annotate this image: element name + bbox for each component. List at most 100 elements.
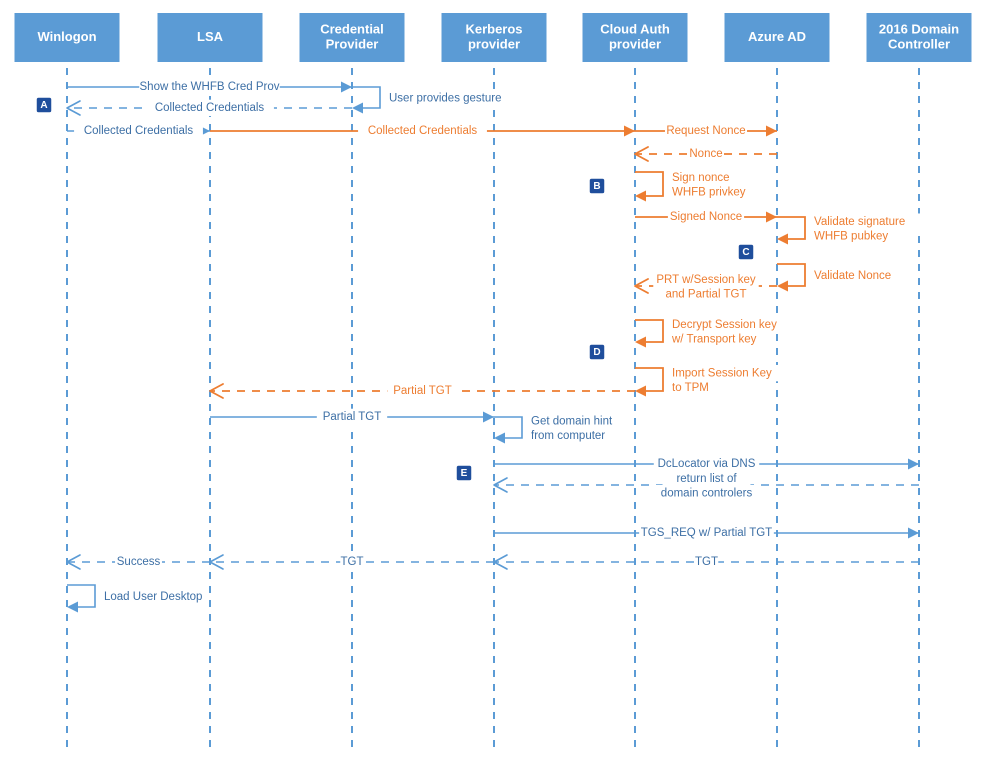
- arrowhead-filled: [908, 458, 919, 470]
- label-backdrop: [812, 267, 900, 285]
- message-label: and Partial TGT: [666, 288, 747, 300]
- lane-header-box: [299, 13, 405, 62]
- label-backdrop: [653, 271, 759, 288]
- self-loop-path: [777, 263, 806, 287]
- message-collected-credentials-to-cloudauth[interactable]: Collected Credentials: [210, 122, 635, 140]
- message-label: TGT: [695, 556, 718, 568]
- label-backdrop: [639, 524, 774, 542]
- message-tgt-to-lsa[interactable]: TGT: [209, 553, 494, 571]
- lane-header-box: [441, 13, 547, 62]
- step-badge-c[interactable]: C: [737, 243, 755, 261]
- arrowhead-filled: [635, 385, 646, 397]
- message-success[interactable]: Success: [66, 553, 210, 571]
- message-label: Sign nonce: [672, 172, 730, 184]
- message-label: Decrypt Session key: [672, 319, 777, 331]
- arrowhead-filled: [777, 233, 788, 245]
- badge-box: [737, 243, 755, 261]
- label-backdrop: [662, 470, 751, 487]
- label-backdrop: [653, 484, 760, 502]
- lane-header-label: Controller: [888, 36, 950, 51]
- label-backdrop: [115, 553, 162, 571]
- label-backdrop: [670, 330, 770, 348]
- message-load-user-desktop[interactable]: Load User Desktop: [67, 584, 208, 613]
- label-backdrop: [694, 553, 719, 571]
- message-collected-credentials-to-lsa[interactable]: Collected Credentials: [67, 122, 210, 140]
- badge-box: [588, 177, 606, 195]
- message-show-whfb-cred-prov[interactable]: Show the WHFB Cred Prov: [67, 78, 352, 96]
- message-partial-tgt-to-kerberos[interactable]: Partial TGT: [210, 408, 494, 426]
- message-label: DcLocator via DNS: [658, 458, 756, 470]
- arrowhead-open: [66, 554, 81, 570]
- message-collected-credentials-return[interactable]: Collected Credentials: [66, 99, 352, 117]
- lane-header-winlogon[interactable]: Winlogon: [14, 13, 120, 62]
- label-backdrop: [387, 90, 516, 107]
- lane-header-label: Credential: [320, 21, 384, 36]
- step-badge-d[interactable]: D: [588, 343, 606, 361]
- message-dclocator-via-dns[interactable]: DcLocator via DNS: [494, 455, 919, 473]
- self-loop-path: [635, 319, 664, 343]
- self-loop-path: [635, 367, 664, 392]
- arrowhead-filled: [483, 411, 494, 423]
- message-label: TGS_REQ w/ Partial TGT: [641, 527, 772, 539]
- label-backdrop: [145, 99, 274, 117]
- arrowhead-filled: [67, 601, 78, 613]
- label-backdrop: [316, 408, 388, 426]
- lane-header-label: provider: [609, 36, 661, 51]
- lane-header-azuread[interactable]: Azure AD: [724, 13, 830, 62]
- lifelines-group: [66, 68, 920, 752]
- message-request-nonce[interactable]: Request Nonce: [635, 122, 777, 140]
- message-label: Show the WHFB Cred Prov: [140, 81, 280, 93]
- label-backdrop: [812, 213, 924, 230]
- message-label: Partial TGT: [393, 385, 452, 397]
- step-badge-e[interactable]: E: [455, 464, 473, 482]
- arrowhead-filled: [766, 125, 777, 137]
- message-tgt-to-kerberos[interactable]: TGT: [493, 553, 919, 571]
- badge-box: [455, 464, 473, 482]
- label-backdrop: [340, 553, 364, 571]
- message-tgs-req-with-partial-tgt[interactable]: TGS_REQ w/ Partial TGT: [494, 524, 919, 542]
- badge-box: [35, 96, 53, 114]
- lane-header-label: LSA: [197, 29, 224, 44]
- message-label: WHFB privkey: [672, 186, 746, 198]
- message-label: Signed Nonce: [670, 211, 742, 223]
- message-validate-nonce[interactable]: Validate Nonce: [777, 263, 900, 292]
- messages-group: Show the WHFB Cred Prov User provides ges…: [66, 78, 924, 613]
- step-badge-a[interactable]: A: [35, 96, 53, 114]
- badge-letter: C: [742, 247, 749, 258]
- self-loop-path: [635, 171, 664, 197]
- step-badge-b[interactable]: B: [588, 177, 606, 195]
- message-nonce[interactable]: Nonce: [634, 145, 777, 163]
- badge-box: [588, 343, 606, 361]
- lane-header-lsa[interactable]: LSA: [157, 13, 263, 62]
- arrowhead-open: [209, 383, 224, 399]
- arrowhead-filled: [908, 527, 919, 539]
- message-signed-nonce[interactable]: Signed Nonce: [635, 208, 777, 226]
- label-backdrop: [387, 382, 458, 400]
- label-backdrop: [812, 227, 883, 245]
- arrowhead-open: [634, 278, 649, 294]
- lane-header-label: provider: [468, 36, 520, 51]
- arrowhead-filled: [635, 190, 646, 202]
- self-loop-path: [494, 416, 523, 439]
- message-label: Import Session Key: [672, 367, 772, 379]
- label-backdrop: [688, 145, 724, 163]
- message-partial-tgt-to-lsa[interactable]: Partial TGT: [209, 382, 635, 400]
- label-backdrop: [670, 169, 735, 186]
- message-label: return list of: [676, 473, 737, 485]
- message-label: Get domain hint: [531, 415, 613, 427]
- label-backdrop: [670, 379, 712, 396]
- message-user-provides-gesture[interactable]: User provides gesture: [352, 86, 516, 114]
